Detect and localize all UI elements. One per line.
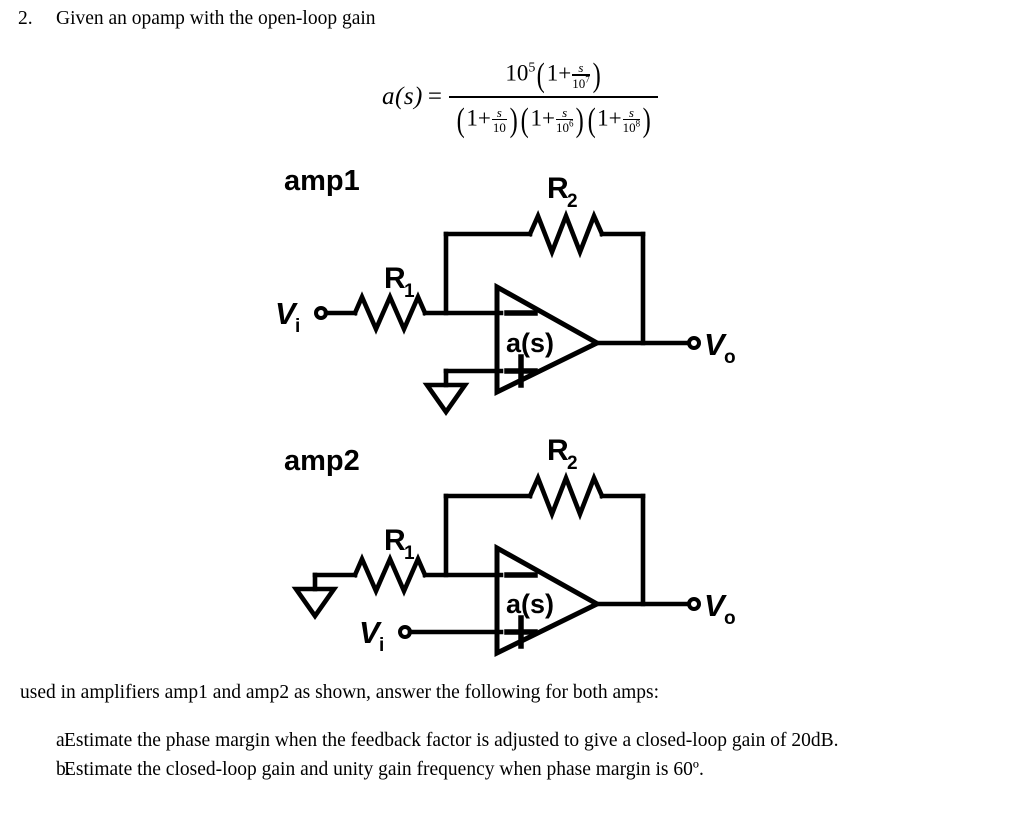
numerator-factor-prefix: 1+ <box>546 60 572 86</box>
den-factor-2-prefix: 1+ <box>530 104 555 130</box>
amp2-vout-terminal-node <box>687 597 701 611</box>
question-trailer-text: used in amplifiers amp1 and amp2 as show… <box>20 682 660 703</box>
amp2-schematic-svg: amp2 R 1 R 2 V i V o a(s) <box>284 434 736 658</box>
amp1-vout-terminal-node <box>687 336 701 350</box>
sub-item-b: b. Estimate the closed-loop gain and uni… <box>20 757 1020 783</box>
den-paren-open-3-icon: ( <box>587 101 596 139</box>
numerator-inner-den: 107 <box>572 74 590 91</box>
amp1-r2-label: R <box>547 172 569 205</box>
sub-item-a-text: Estimate the phase margin when the feedb… <box>64 730 839 751</box>
amp1-opamp-triangle <box>494 282 603 397</box>
amp1-vout-label-sub: o <box>724 347 736 368</box>
paren-close-icon: ) <box>592 57 601 94</box>
question-number: 2. <box>18 8 33 29</box>
paren-open-icon: ( <box>536 57 546 94</box>
question-stem-text: Given an opamp with the open-loop gain <box>56 8 376 29</box>
sub-item-b-marker: b. <box>56 758 71 780</box>
amp2-circuit-diagram: amp2 R 1 R 2 V i V o a(s) <box>258 434 748 679</box>
amp1-circuit-diagram: amp1 R 1 R 2 V i V o a(s) <box>258 165 748 421</box>
den-paren-open-2-icon: ( <box>520 101 529 139</box>
numerator-inner-num: s <box>578 60 584 76</box>
question-stem: 2. Given an opamp with the open-loop gai… <box>18 6 1008 32</box>
amp2-r2-label: R <box>547 434 569 467</box>
amp1-resistor-r1 <box>351 291 429 335</box>
amp2-opamp-triangle <box>494 543 603 658</box>
amp1-label: amp1 <box>284 166 360 197</box>
amp2-vin-label-sub: i <box>379 635 384 656</box>
amp1-vin-label: V <box>275 296 298 331</box>
question-sub-items: a. Estimate the phase margin when the fe… <box>20 728 1020 782</box>
den-paren-close-3-icon: ) <box>642 101 651 139</box>
den-paren-close-2-icon: ) <box>576 101 585 139</box>
amp2-r1-label-sub: 1 <box>404 543 415 564</box>
equation-equals: = <box>427 83 442 111</box>
amp1-resistor-r2 <box>526 209 606 259</box>
amp1-vin-label-sub: i <box>295 316 300 337</box>
amp1-opamp-gain-label: a(s) <box>506 328 554 358</box>
equation-lhs-text: a(s) <box>382 83 423 111</box>
sub-item-b-text: Estimate the closed-loop gain and unity … <box>64 758 704 780</box>
equation-fraction-bar <box>449 96 659 98</box>
amp2-vout-label-sub: o <box>724 608 736 629</box>
amp2-resistor-r2 <box>526 471 606 521</box>
amp1-r1-label: R <box>384 262 406 295</box>
den-paren-close-1-icon: ) <box>509 101 518 139</box>
numerator-coefficient-exponent: 5 <box>528 60 536 76</box>
den-factor-1-prefix: 1+ <box>466 104 491 130</box>
amp2-resistor-r1 <box>351 553 429 597</box>
numerator-coefficient-base: 10 <box>505 60 529 86</box>
amp2-r1-label: R <box>384 524 406 557</box>
amp2-vin-label: V <box>359 615 382 650</box>
numerator-inner-bar <box>572 74 590 76</box>
den-paren-open-1-icon: ( <box>456 101 465 139</box>
amp1-ground-symbol <box>422 382 470 416</box>
sub-item-a-marker: a. <box>56 730 70 751</box>
amp2-opamp-gain-label: a(s) <box>506 589 554 619</box>
equation-lhs: s a(s) <box>382 83 428 111</box>
amp1-r1-label-sub: 1 <box>404 281 415 302</box>
amp1-r2-label-sub: 2 <box>567 191 578 212</box>
amp2-label: amp2 <box>284 445 360 477</box>
amp1-vout-label: V <box>704 327 727 362</box>
amp2-r2-label-sub: 2 <box>567 453 578 474</box>
amp1-schematic-svg: amp1 R 1 R 2 V i V o a(s) <box>275 165 736 416</box>
amp2-vout-label: V <box>704 588 727 623</box>
sub-item-a: a. Estimate the phase margin when the fe… <box>20 728 1020 754</box>
amp2-ground-symbol <box>291 586 339 620</box>
den-factor-3-prefix: 1+ <box>597 104 622 130</box>
